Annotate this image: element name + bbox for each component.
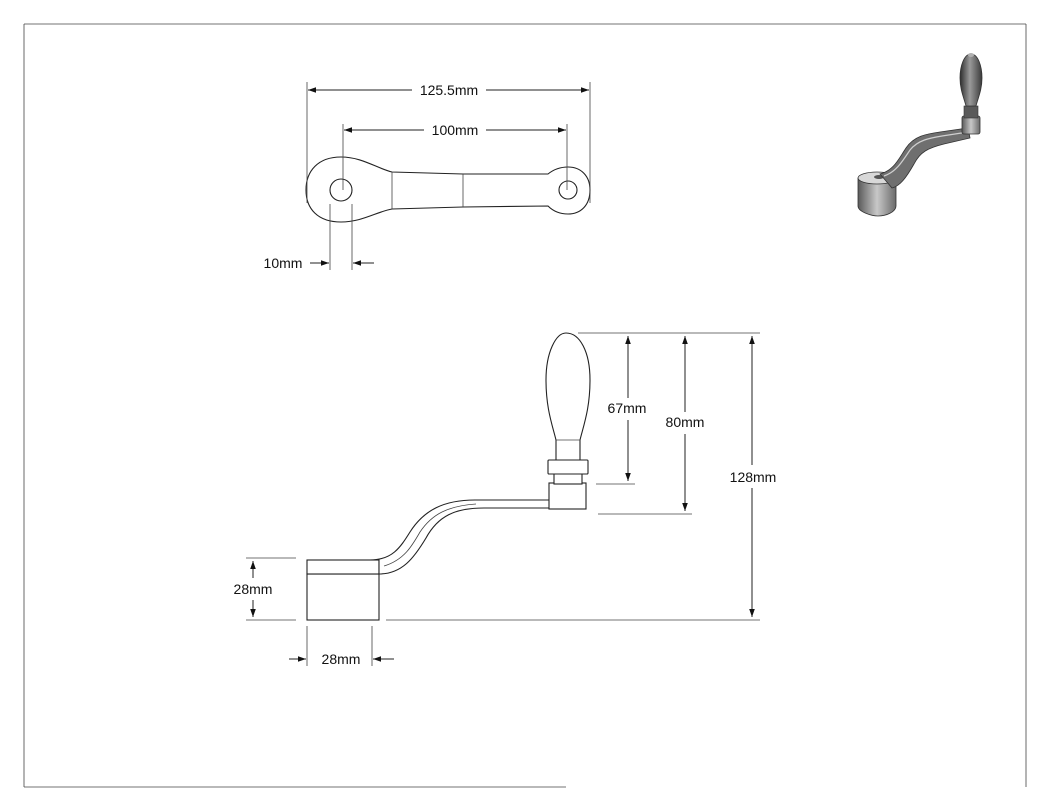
dim-top-hole-label: 10mm xyxy=(264,255,303,271)
top-view-arm xyxy=(305,156,591,223)
dim-side-80: 80mm xyxy=(666,336,705,511)
isometric-view xyxy=(857,53,983,217)
dim-side-width: 28mm xyxy=(289,651,394,667)
side-view-collar xyxy=(547,459,589,485)
dim-top-center: 100mm xyxy=(344,122,566,138)
side-view-arm xyxy=(369,499,559,575)
side-view: 67mm 80mm 128mm 28mm 28mm xyxy=(234,332,777,667)
top-view-hub-hole xyxy=(329,178,353,202)
side-view-pin-block xyxy=(548,482,587,510)
top-view-pin-hole xyxy=(558,180,578,200)
top-view: 125.5mm 100mm 10mm xyxy=(264,82,591,271)
dim-side-80-label: 80mm xyxy=(666,414,705,430)
dim-side-67-label: 67mm xyxy=(608,400,647,416)
iso-collar xyxy=(961,105,981,135)
dim-side-128-label: 128mm xyxy=(730,469,777,485)
side-view-hub xyxy=(306,559,380,621)
dim-side-height-label: 28mm xyxy=(234,581,273,597)
iso-arm xyxy=(879,127,971,189)
dim-top-overall-label: 125.5mm xyxy=(420,82,478,98)
dim-side-width-label: 28mm xyxy=(322,651,361,667)
dim-side-67: 67mm xyxy=(608,336,647,481)
dim-top-overall: 125.5mm xyxy=(308,82,589,98)
side-view-knob xyxy=(545,332,591,461)
dim-top-hole: 10mm xyxy=(264,255,374,271)
dim-top-center-label: 100mm xyxy=(432,122,479,138)
drawing-frame xyxy=(23,23,1027,788)
iso-knob xyxy=(959,53,983,107)
dim-side-128: 128mm xyxy=(730,336,777,617)
dim-side-height: 28mm xyxy=(234,561,273,617)
